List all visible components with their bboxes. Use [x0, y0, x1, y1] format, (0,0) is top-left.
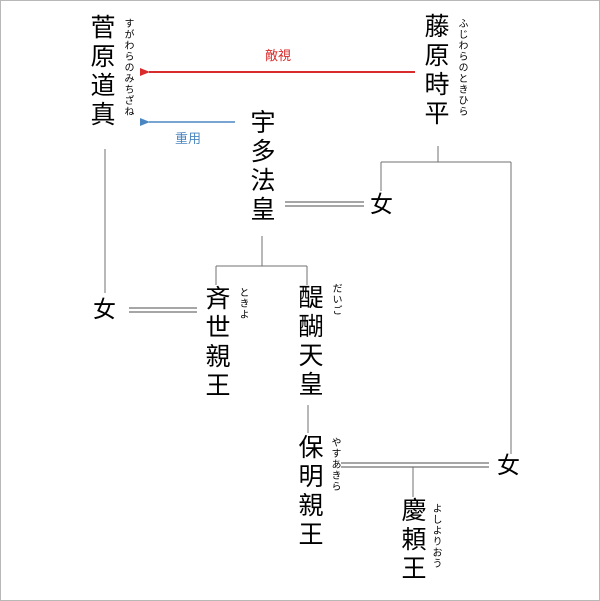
hostility-label: 敵視 [265, 49, 292, 64]
favor-label: 重用 [175, 132, 202, 147]
michizane-reading: すがわらのみちざね [122, 18, 133, 117]
michizane-name: 菅原道真 [87, 14, 116, 130]
tokihira-name: 藤原時平 [421, 13, 450, 129]
tokihira-reading: ふじわらのときひら [456, 18, 467, 117]
daigo-reading: だいご [330, 283, 341, 316]
daughter-bottom-name: 女 [497, 453, 520, 479]
yasuakira-reading: やすあきら [329, 437, 340, 492]
yasuakira-name: 保明親王 [295, 434, 324, 550]
tokiyo-reading: ときよ [237, 287, 248, 320]
tokiyo-name: 斉世親王 [202, 285, 231, 401]
daigo-name: 醍醐天皇 [295, 284, 324, 400]
yoshiyori-name: 慶頼王 [398, 497, 427, 584]
uda-name: 宇多法皇 [247, 109, 276, 225]
daughter-michizane-name: 女 [93, 297, 116, 323]
yoshiyori-reading: よしよりおう [430, 503, 441, 569]
daughter-tokihira-name: 女 [370, 192, 393, 218]
